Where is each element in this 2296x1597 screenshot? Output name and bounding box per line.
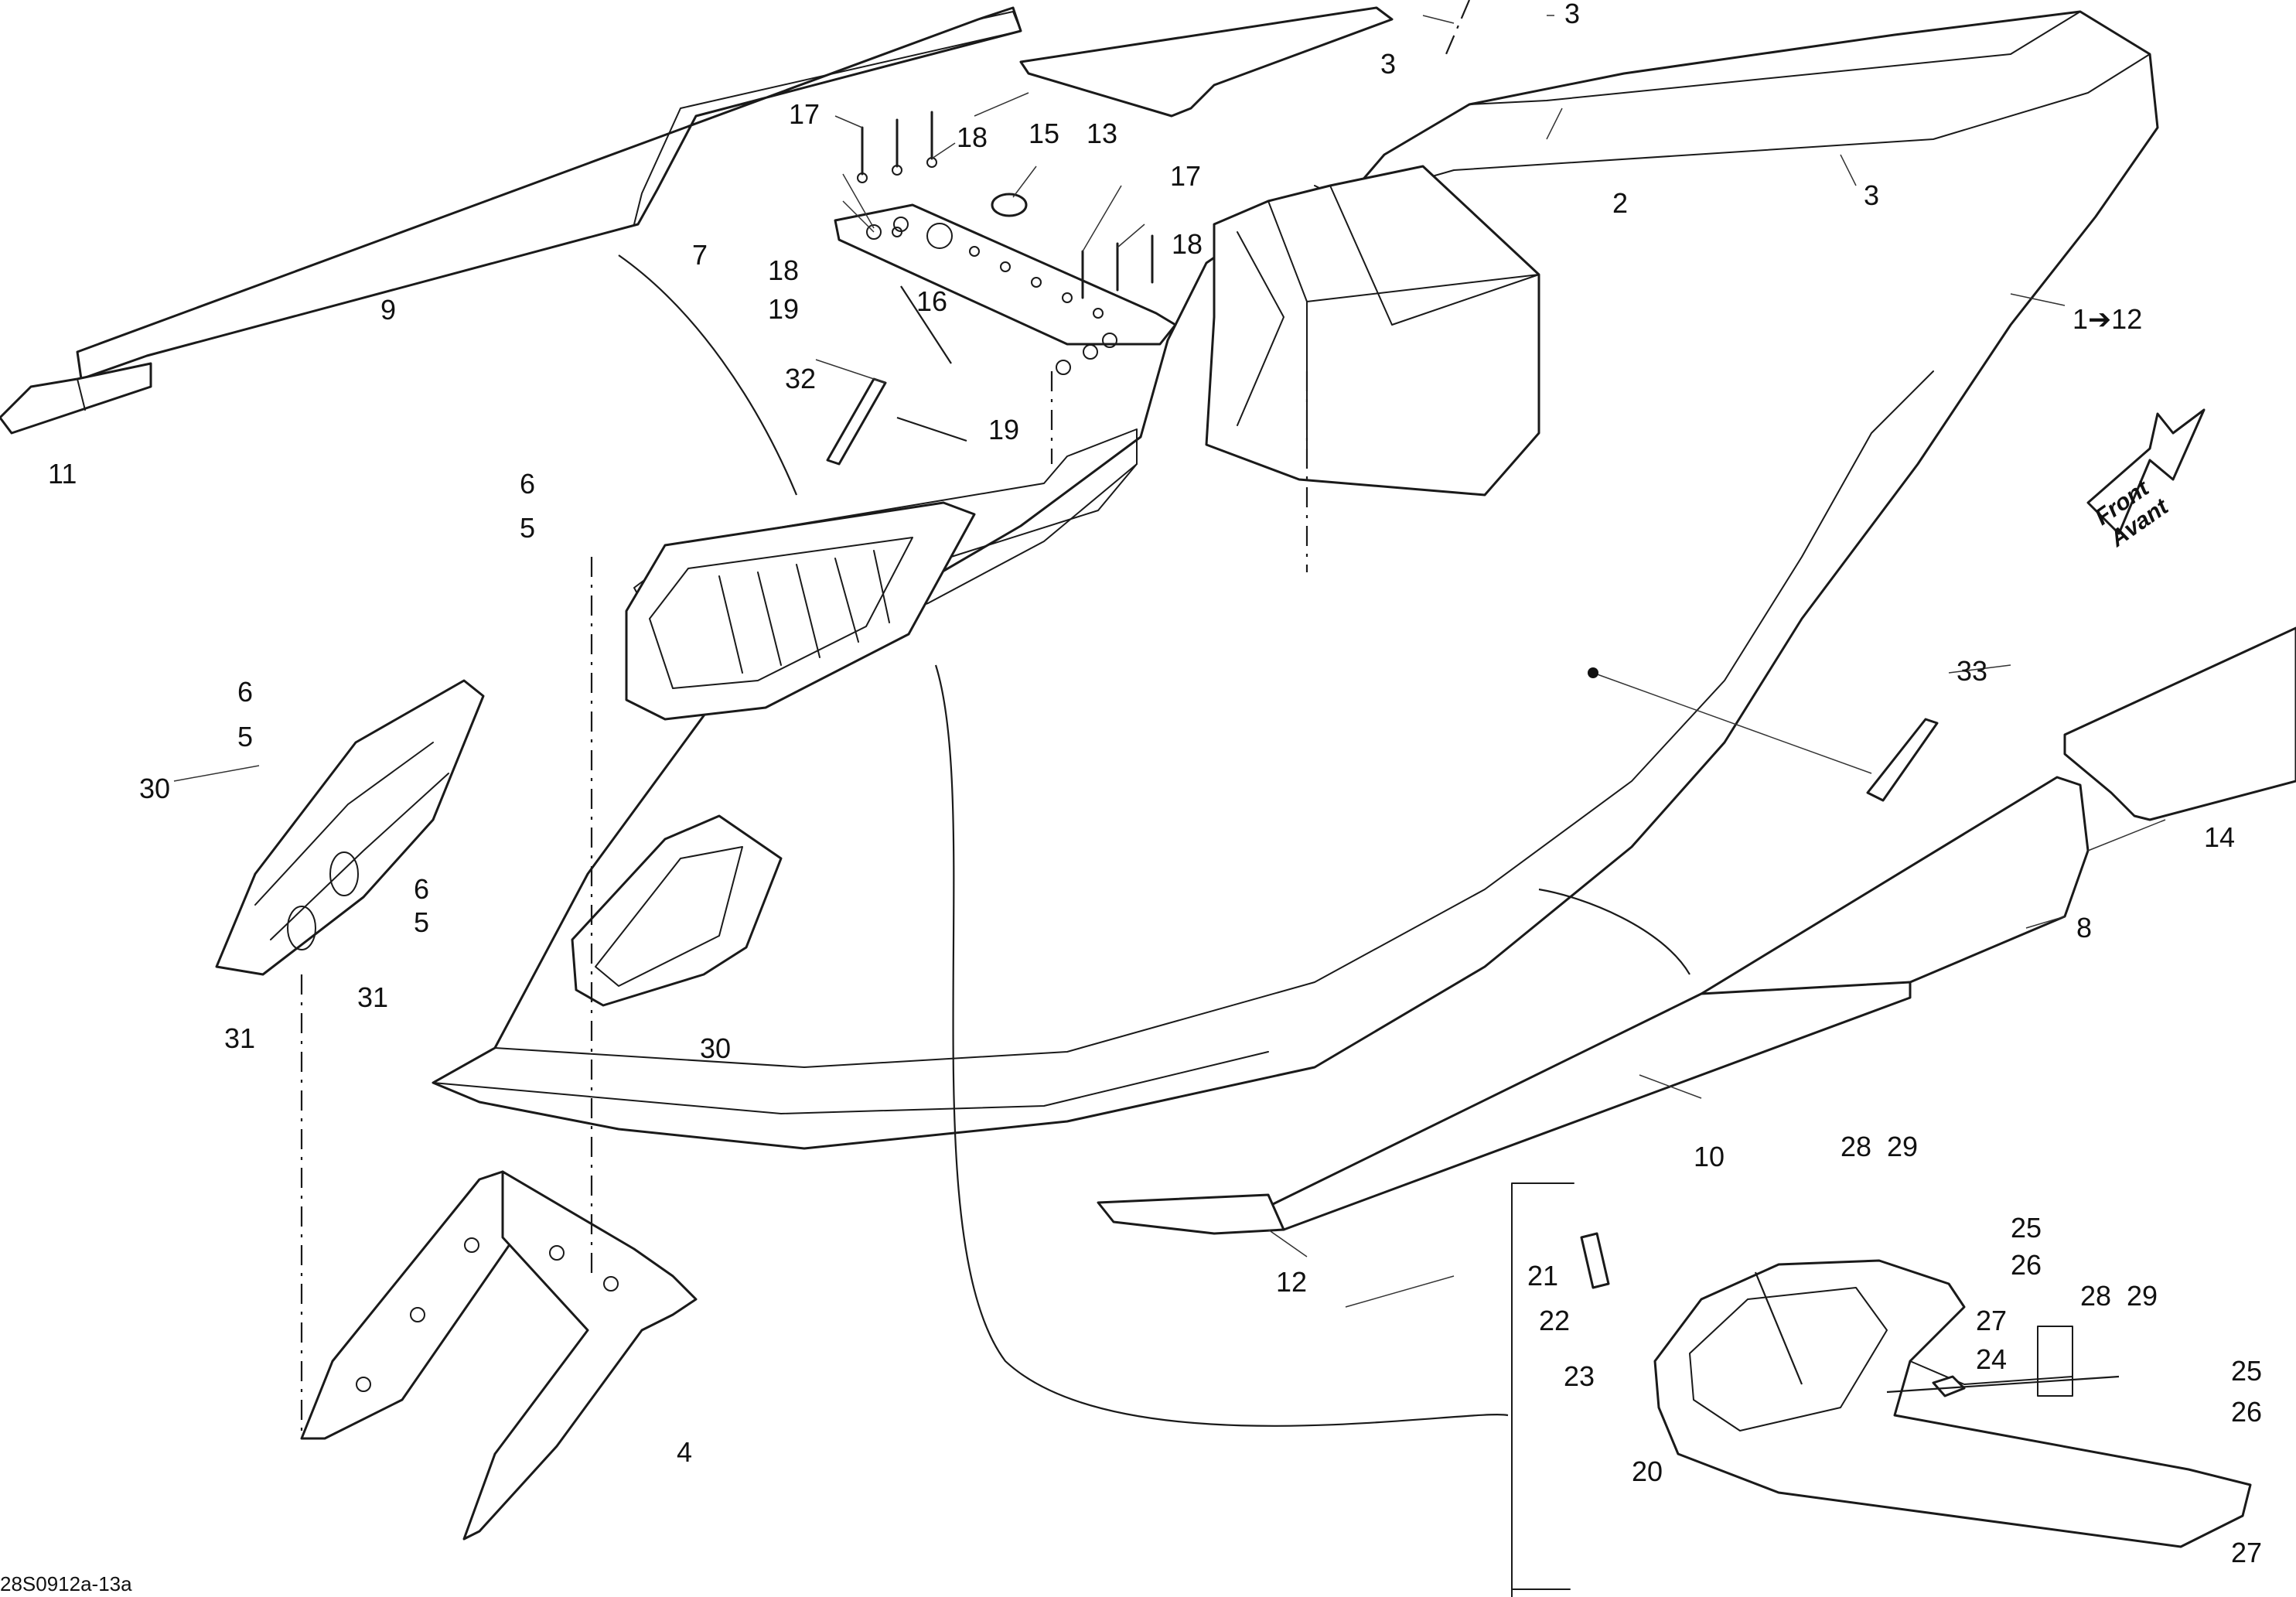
callout-6-top: 6 — [520, 468, 535, 500]
callout-18-top: 18 — [957, 121, 988, 153]
callout-5-left: 5 — [237, 721, 253, 752]
mat-11 — [0, 362, 152, 435]
callout-31-left: 31 — [224, 1022, 255, 1054]
bumper-20 — [1653, 1259, 2252, 1548]
skid-plate-4 — [300, 1170, 698, 1541]
callout-11: 11 — [48, 458, 77, 490]
mat-13 — [1019, 6, 1394, 118]
mat-12 — [1097, 1193, 1285, 1235]
callout-3-top-right: 3 — [1564, 0, 1580, 29]
bolts-17-18-19-front — [857, 111, 937, 240]
callout-9: 9 — [380, 294, 396, 326]
bolt-21 — [1580, 1232, 1610, 1289]
callout-12: 12 — [1276, 1266, 1307, 1298]
vent-panel-left — [215, 679, 485, 976]
callout-5-top: 5 — [520, 512, 535, 544]
callout-15: 15 — [1029, 118, 1059, 149]
callout-22: 22 — [1539, 1305, 1570, 1336]
mat-7 — [633, 11, 1022, 225]
clip-28-29-box — [2037, 1326, 2073, 1397]
front-console-opening — [571, 814, 783, 1007]
callout-14: 14 — [2204, 821, 2235, 853]
callout-25-top: 25 — [2011, 1212, 2042, 1244]
callout-17-mid: 17 — [1170, 160, 1201, 192]
callout-17-top: 17 — [789, 98, 820, 130]
storage-bin-opening — [625, 501, 976, 721]
callout-6-left: 6 — [237, 676, 253, 708]
callout-labels: 3 3 3 13 17 18 15 2 7 17 18 18 19 16 9 1… — [48, 0, 2262, 1568]
front-direction-arrow — [2086, 408, 2206, 535]
reference-code: 28S0912a-13a — [0, 1572, 132, 1595]
callout-28-bottom: 28 — [2080, 1280, 2111, 1312]
hull-side-recess-33 — [1588, 667, 1939, 802]
callout-20: 20 — [1632, 1455, 1663, 1487]
mat-8 — [1700, 776, 2090, 1011]
callout-26-top: 26 — [2011, 1249, 2042, 1281]
callout-4: 4 — [677, 1436, 692, 1468]
alignment-lines — [300, 0, 1471, 1438]
nut-24 — [1932, 1375, 1966, 1397]
bolts-17-18-19-rear — [1056, 234, 1154, 375]
callout-33: 33 — [1957, 655, 1987, 687]
callout-2: 2 — [1612, 187, 1628, 219]
body-outline — [432, 10, 2159, 1150]
callout-30-bottom: 30 — [700, 1032, 731, 1064]
callout-29-bottom: 29 — [2127, 1280, 2158, 1312]
callout-8: 8 — [2076, 912, 2092, 944]
bumper-bracket-frame — [1511, 1182, 1574, 1597]
callout-25-bottom: 25 — [2231, 1355, 2262, 1387]
callout-23: 23 — [1564, 1360, 1595, 1392]
callout-16: 16 — [916, 285, 947, 317]
callout-13: 13 — [1087, 118, 1117, 149]
callout-18-left: 18 — [768, 254, 799, 286]
callout-19-left: 19 — [768, 293, 799, 325]
strap-32 — [826, 377, 887, 466]
callout-30-left: 30 — [139, 773, 170, 804]
callout-24: 24 — [1976, 1343, 2007, 1375]
callout-32: 32 — [785, 363, 816, 394]
callout-3-top-left: 3 — [1380, 48, 1396, 80]
grommet-15 — [991, 193, 1028, 217]
callout-31-top: 31 — [357, 981, 388, 1013]
callout-7: 7 — [692, 239, 708, 271]
callout-18-mid: 18 — [1172, 228, 1203, 260]
callout-27-top: 27 — [1976, 1305, 2007, 1336]
mat-10 — [1267, 981, 1912, 1231]
callout-26-bottom: 26 — [2231, 1396, 2262, 1428]
bracket-16 — [834, 203, 1177, 346]
leader-lines — [173, 15, 2166, 1427]
front-label: Front Avant — [2090, 475, 2174, 553]
mat-14 — [2063, 626, 2296, 821]
mat-9 — [76, 6, 1022, 380]
callout-3-right: 3 — [1864, 179, 1879, 211]
callout-27-bottom: 27 — [2231, 1537, 2262, 1568]
callout-5-mid: 5 — [414, 906, 429, 938]
callout-10: 10 — [1694, 1141, 1725, 1172]
callout-1-to-12: 1➔12 — [2073, 303, 2142, 335]
callout-6-mid: 6 — [414, 873, 429, 905]
callout-28-top: 28 — [1841, 1131, 1871, 1162]
seat-base-tower — [1205, 165, 1540, 497]
callout-19-mid: 19 — [988, 414, 1019, 445]
callout-21: 21 — [1527, 1260, 1558, 1292]
callout-29-top: 29 — [1887, 1131, 1918, 1162]
